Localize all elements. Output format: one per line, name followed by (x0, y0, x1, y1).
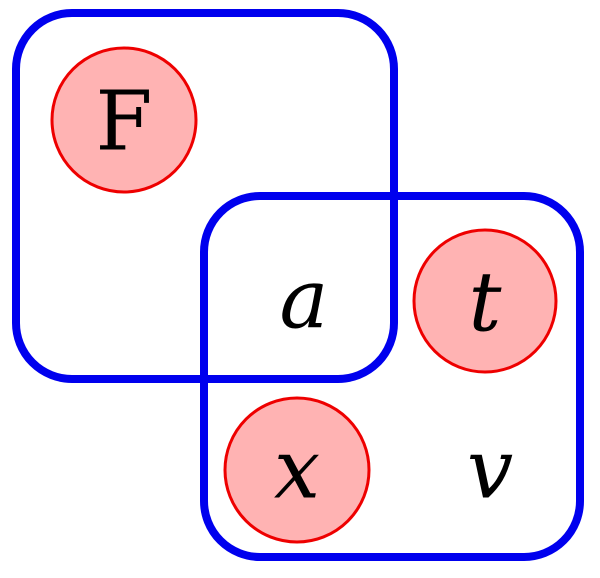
node-v: v (467, 423, 513, 518)
set-box-2 (200, 192, 584, 561)
node-f-label: F (96, 75, 153, 170)
node-f-circle (50, 46, 198, 194)
node-t-label: t (469, 256, 503, 351)
node-f: F (50, 46, 198, 194)
node-x-circle (223, 396, 371, 544)
node-t-circle (412, 228, 558, 374)
node-x-label: x (274, 423, 320, 518)
node-a-label: a (280, 253, 329, 348)
node-a: a (280, 253, 329, 348)
node-t: t (412, 228, 558, 374)
node-v-label: v (467, 423, 513, 518)
node-x: x (223, 396, 371, 544)
